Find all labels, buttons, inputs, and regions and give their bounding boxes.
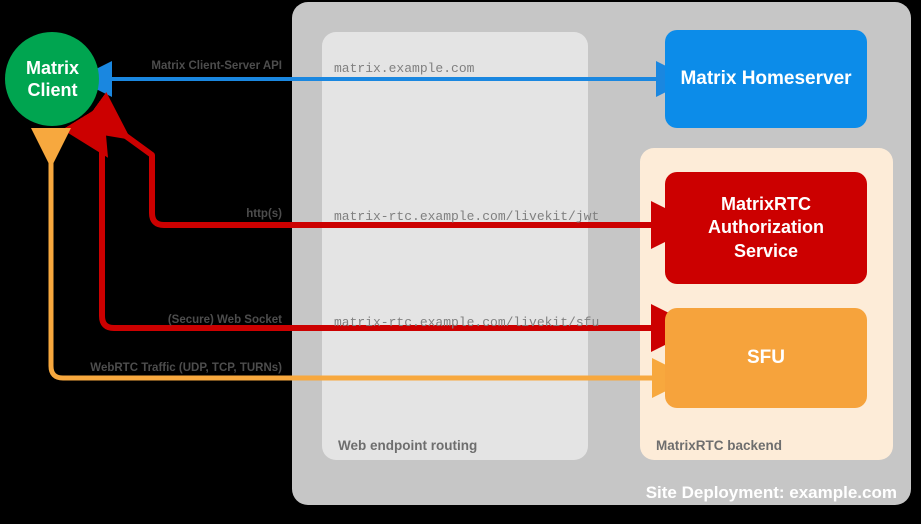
url-livekit-sfu: matrix-rtc.example.com/livekit/sfu bbox=[334, 315, 600, 330]
edge-label-client-server-api: Matrix Client-Server API bbox=[151, 60, 282, 72]
edge-label-secure-web-socket: (Secure) Web Socket bbox=[167, 314, 282, 326]
edge-webrtc-traffic bbox=[31, 128, 692, 398]
matrixrtc-authorization-service-node[interactable] bbox=[665, 172, 867, 284]
sfu-node[interactable] bbox=[665, 308, 867, 408]
site-deployment-caption: Site Deployment: example.com bbox=[645, 483, 897, 502]
matrixrtc-backend-caption: MatrixRTC backend bbox=[656, 438, 783, 453]
web-endpoint-routing-caption: Web endpoint routing bbox=[338, 438, 478, 453]
url-matrix-example-com: matrix.example.com bbox=[334, 61, 475, 76]
edge-label-https: http(s) bbox=[246, 208, 282, 220]
edge-label-webrtc-traffic: WebRTC Traffic (UDP, TCP, TURNs) bbox=[90, 362, 282, 374]
matrix-homeserver-node[interactable] bbox=[665, 30, 867, 128]
web-endpoint-routing-panel bbox=[322, 32, 588, 460]
url-livekit-jwt: matrix-rtc.example.com/livekit/jwt bbox=[334, 209, 600, 224]
matrix-client-node[interactable] bbox=[5, 32, 99, 126]
